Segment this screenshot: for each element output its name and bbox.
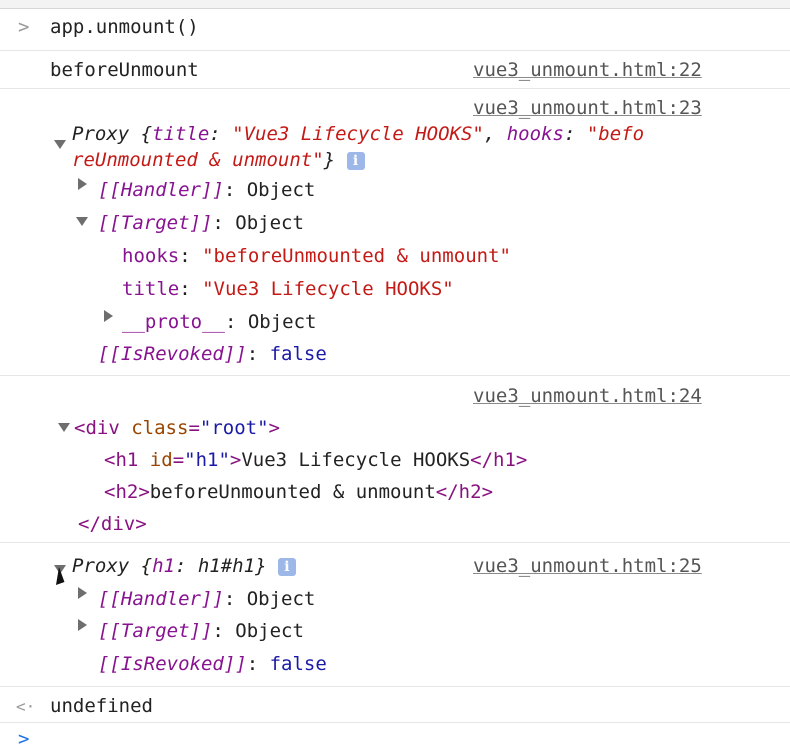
- dom-h1-node[interactable]: <h1 id="h1">Vue3 Lifecycle HOOKS</h1>: [104, 449, 528, 471]
- source-link[interactable]: vue3_unmount.html:24: [473, 385, 702, 407]
- result-arrow-icon: <·: [16, 697, 36, 716]
- collapse-arrow-icon[interactable]: [104, 310, 113, 322]
- revoked-row: [[IsRevoked]]: false: [98, 653, 327, 675]
- collapse-arrow-icon[interactable]: [78, 587, 87, 599]
- source-link[interactable]: vue3_unmount.html:25: [473, 555, 702, 577]
- dom-div-open[interactable]: <div class="root">: [74, 417, 280, 439]
- expand-arrow-icon[interactable]: [54, 565, 66, 574]
- console-input[interactable]: [50, 726, 750, 750]
- console-result: undefined: [50, 695, 153, 717]
- console-command[interactable]: app.unmount(): [50, 16, 199, 38]
- source-link[interactable]: vue3_unmount.html:22: [473, 59, 702, 81]
- proxy-header[interactable]: Proxy {h1: h1#h1} i: [72, 553, 296, 579]
- log-message: beforeUnmount: [50, 59, 199, 81]
- divider: [0, 542, 790, 543]
- proto-row[interactable]: __proto__: Object: [122, 311, 317, 333]
- info-icon[interactable]: i: [277, 557, 296, 576]
- target-prop-title: title: "Vue3 Lifecycle HOOKS": [122, 278, 454, 300]
- target-prop-hooks: hooks: "beforeUnmounted & unmount": [122, 245, 511, 267]
- expand-arrow-icon[interactable]: [58, 423, 70, 432]
- proxy-header[interactable]: Proxy {title: "Vue3 Lifecycle HOOKS", ho…: [72, 123, 645, 145]
- collapse-arrow-icon[interactable]: [78, 178, 87, 190]
- console-top-border: [0, 0, 790, 9]
- divider: [0, 88, 790, 89]
- proxy-handler-row[interactable]: [[Handler]]: Object: [98, 588, 316, 610]
- proxy-target-row[interactable]: [[Target]]: Object: [98, 620, 304, 642]
- expand-arrow-icon[interactable]: [54, 140, 66, 149]
- info-icon[interactable]: i: [346, 151, 365, 170]
- proxy-handler-row[interactable]: [[Handler]]: Object: [98, 179, 316, 201]
- prompt-chevron-icon: >: [18, 728, 30, 750]
- proxy-header-wrap: reUnmounted & unmount"} i: [72, 147, 365, 173]
- prompt-chevron-icon: >: [18, 16, 30, 38]
- collapse-arrow-icon[interactable]: [78, 619, 87, 631]
- dom-div-close[interactable]: </div>: [78, 513, 147, 535]
- revoked-row: [[IsRevoked]]: false: [98, 343, 327, 365]
- divider: [0, 50, 790, 51]
- proxy-target-row[interactable]: [[Target]]: Object: [98, 212, 304, 234]
- source-link[interactable]: vue3_unmount.html:23: [473, 97, 702, 119]
- divider: [0, 375, 790, 376]
- divider: [0, 722, 790, 723]
- expand-arrow-icon[interactable]: [76, 217, 88, 226]
- dom-h2-node[interactable]: <h2>beforeUnmounted & unmount</h2>: [104, 481, 494, 503]
- divider: [0, 686, 790, 687]
